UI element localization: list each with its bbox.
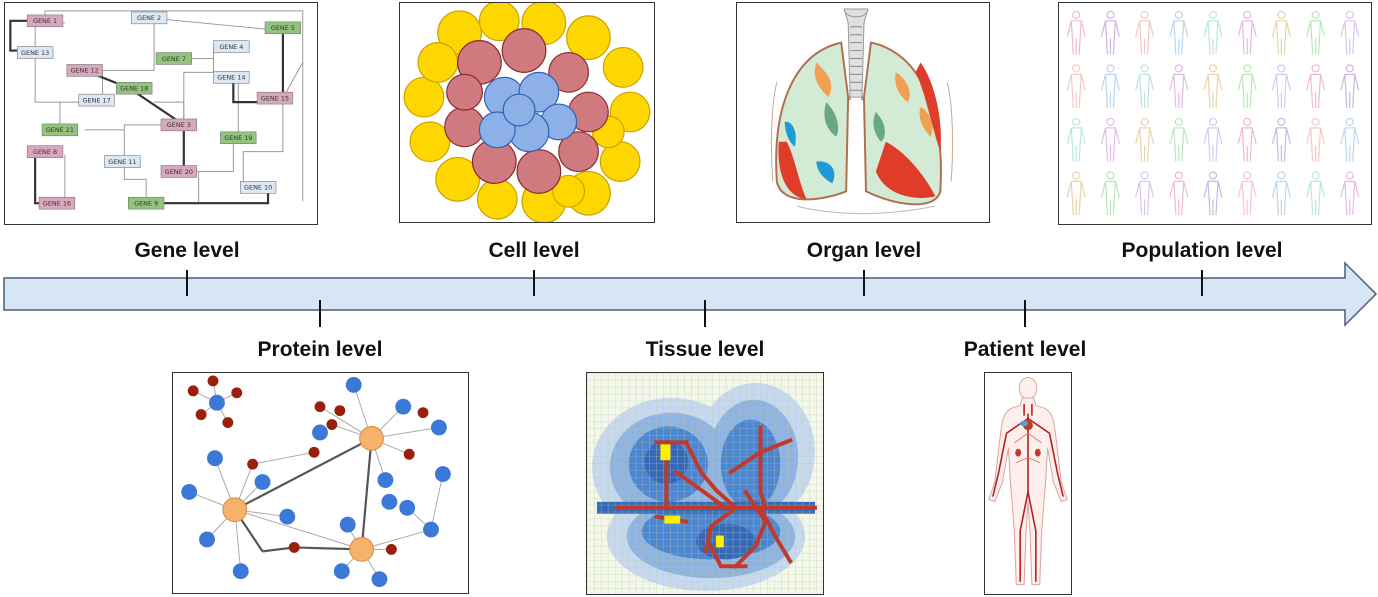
- person-figure: [1340, 10, 1360, 55]
- gene-node-label: GENE 20: [165, 168, 193, 176]
- timeline-arrow: [3, 261, 1378, 327]
- label-gene-level: Gene level: [134, 239, 240, 262]
- person-figure: [1237, 171, 1257, 216]
- gene-node: GENE 15: [256, 91, 294, 105]
- person-figure: [1100, 10, 1120, 55]
- organ-panel: [736, 2, 990, 223]
- person-figure: [1306, 64, 1326, 109]
- gene-node-label: GENE 21: [46, 126, 74, 134]
- gene-node-label: GENE 15: [261, 94, 289, 102]
- person-figure: [1135, 171, 1155, 216]
- gene-node: GENE 8: [26, 145, 64, 158]
- gene-node: GENE 7: [155, 52, 193, 65]
- gene-node-label: GENE 14: [217, 74, 245, 82]
- gene-node: GENE 9: [127, 196, 165, 210]
- gene-node-label: GENE 1: [33, 17, 57, 25]
- person-figure: [1066, 171, 1086, 216]
- label-organ-level: Organ level: [806, 239, 922, 262]
- label-patient-level: Patient level: [963, 338, 1087, 361]
- gene-node: GENE 1: [26, 14, 64, 28]
- person-figure: [1135, 117, 1155, 162]
- person-figure: [1306, 171, 1326, 216]
- gene-node: GENE 11: [104, 155, 141, 168]
- person-figure: [1169, 64, 1189, 109]
- gene-network-graph: GENE 1 GENE 2 GENE 5 GENE 13 GENE 4 GENE 7 GEN…: [9, 10, 304, 210]
- gene-node: GENE 10: [239, 181, 277, 194]
- gene-node: GENE 17: [78, 93, 115, 107]
- person-figure: [1203, 171, 1223, 216]
- gene-node-label: GENE 2: [137, 14, 161, 22]
- person-figure: [1203, 64, 1223, 109]
- person-figure: [1237, 10, 1257, 55]
- gene-node: GENE 12: [66, 64, 103, 77]
- gene-node: GENE 3: [160, 118, 197, 132]
- gene-node: GENE 4: [213, 40, 250, 53]
- gene-node: GENE 20: [160, 165, 197, 178]
- gene-node: GENE 18: [116, 81, 153, 95]
- gene-node: GENE 19: [220, 131, 257, 145]
- gene-node-label: GENE 16: [43, 199, 71, 207]
- gene-node-label: GENE 3: [167, 121, 191, 129]
- cell-panel: [399, 2, 655, 223]
- gene-node-label: GENE 19: [224, 134, 252, 142]
- person-figure: [1066, 64, 1086, 109]
- label-cell-level: Cell level: [488, 239, 580, 262]
- gene-node: GENE 2: [130, 11, 168, 25]
- person-figure: [1066, 117, 1086, 162]
- gene-node-label: GENE 4: [219, 43, 243, 51]
- person-figure: [1203, 10, 1223, 55]
- gene-node: GENE 21: [41, 123, 79, 137]
- tissue-panel: [586, 372, 824, 595]
- person-figure: [1169, 10, 1189, 55]
- person-figure: [1169, 117, 1189, 162]
- person-figure: [1340, 171, 1360, 216]
- person-figure: [1340, 117, 1360, 162]
- gene-node-label: GENE 18: [120, 85, 148, 93]
- person-figure: [1271, 64, 1291, 109]
- tissue-grid-image: [587, 373, 823, 594]
- lungs-image: [770, 8, 954, 215]
- person-figure: [1271, 10, 1291, 55]
- gene-node-label: GENE 13: [21, 49, 49, 57]
- population-figures-image: [1066, 10, 1360, 216]
- person-figure: [1169, 171, 1189, 216]
- person-figure: [1306, 117, 1326, 162]
- person-figure: [1100, 171, 1120, 216]
- person-figure: [1203, 117, 1223, 162]
- gene-node: GENE 5: [264, 21, 302, 35]
- person-figure: [1340, 64, 1360, 109]
- person-figure: [1271, 117, 1291, 162]
- cell-cluster-image: [403, 3, 651, 222]
- gene-node: GENE 14: [213, 71, 250, 84]
- patient-panel: [984, 372, 1072, 595]
- population-panel: [1058, 2, 1372, 225]
- gene-node-label: GENE 11: [108, 158, 136, 166]
- person-figure: [1306, 10, 1326, 55]
- person-figure: [1135, 10, 1155, 55]
- gene-node-label: GENE 12: [71, 67, 99, 75]
- gene-node-label: GENE 10: [244, 184, 272, 192]
- person-figure: [1100, 117, 1120, 162]
- circulatory-body-image: [988, 376, 1068, 586]
- gene-node-label: GENE 17: [82, 96, 110, 104]
- person-figure: [1271, 171, 1291, 216]
- label-tissue-level: Tissue level: [645, 338, 765, 361]
- person-figure: [1066, 10, 1086, 55]
- person-figure: [1237, 117, 1257, 162]
- gene-node-label: GENE 8: [33, 148, 57, 156]
- gene-node-label: GENE 5: [271, 24, 295, 32]
- gene-node-label: GENE 9: [134, 199, 158, 207]
- label-protein-level: Protein level: [257, 338, 383, 361]
- gene-node-label: GENE 7: [162, 55, 186, 63]
- person-figure: [1237, 64, 1257, 109]
- gene-node: GENE 16: [38, 196, 76, 210]
- label-population-level: Population level: [1121, 239, 1283, 262]
- gene-node: GENE 13: [17, 46, 54, 59]
- gene-network-panel: GENE 1 GENE 2 GENE 5 GENE 13 GENE 4 GENE 7 GEN…: [4, 2, 318, 225]
- person-figure: [1100, 64, 1120, 109]
- protein-network-graph: [181, 375, 451, 588]
- person-figure: [1135, 64, 1155, 109]
- protein-network-panel: [172, 372, 469, 594]
